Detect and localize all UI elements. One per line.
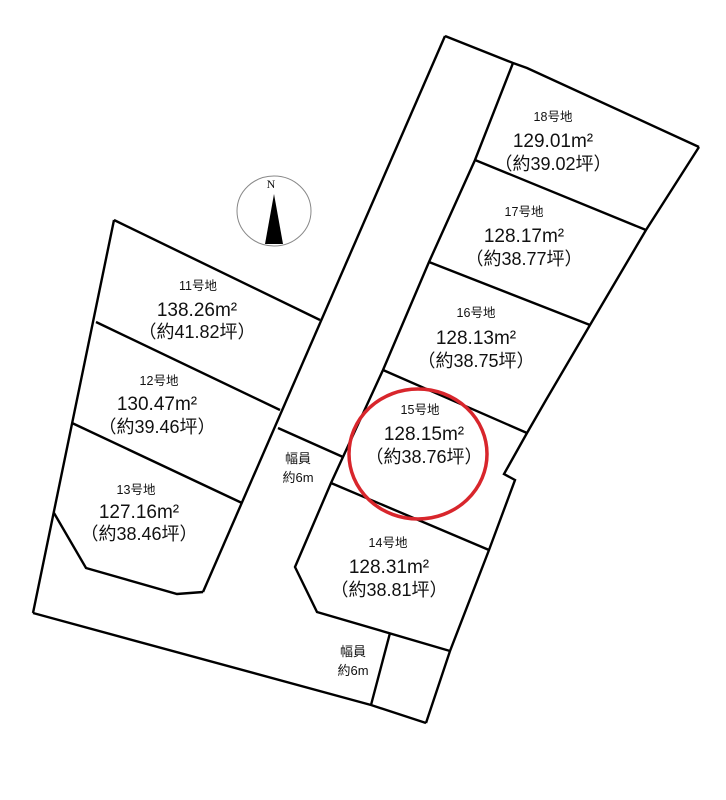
lot-11-top-edge — [113, 218, 321, 322]
lot-area: 128.31m² — [349, 557, 429, 578]
lot-boundaries — [31, 34, 701, 725]
lot-number: 17号地 — [505, 205, 544, 219]
lot-area: 128.13m² — [436, 328, 516, 349]
lot-tsubo: （約39.46坪） — [98, 417, 215, 437]
lot-tsubo: （約38.81坪） — [330, 580, 447, 600]
lot-15[interactable]: 15号地 128.15m² （約38.76坪） — [365, 403, 482, 467]
divider-17-16 — [428, 260, 591, 327]
lot-18[interactable]: 18号地 129.01m² （約39.02坪） — [494, 110, 611, 174]
top-edge — [444, 34, 700, 149]
small-parcel-edge — [369, 632, 392, 706]
lot-16[interactable]: 16号地 128.13m² （約38.75坪） — [417, 306, 534, 371]
lot-area: 128.17m² — [484, 226, 564, 247]
lot-number: 14号地 — [369, 536, 408, 550]
road-label: 幅員 — [340, 644, 366, 659]
compass-north-label: N — [267, 177, 276, 191]
lot-number: 18号地 — [534, 110, 573, 124]
lot-13[interactable]: 13号地 127.16m² （約38.46坪） — [80, 483, 197, 544]
lot-number: 15号地 — [401, 403, 440, 417]
lot-area: 130.47m² — [117, 394, 197, 415]
lot-area: 128.15m² — [384, 424, 464, 445]
lot-tsubo: （約38.46坪） — [80, 524, 197, 544]
lot-14[interactable]: 14号地 128.31m² （約38.81坪） — [330, 536, 447, 600]
lot-17[interactable]: 17号地 128.17m² （約38.77坪） — [465, 205, 582, 269]
north-compass: N — [236, 175, 312, 247]
divider-12-13 — [71, 421, 243, 505]
highlight-circle — [347, 387, 489, 521]
divider-15-14 — [330, 481, 490, 552]
road-width: 約6m — [282, 470, 313, 485]
north-arrow-icon — [265, 194, 283, 244]
road-label: 幅員 — [285, 451, 311, 466]
lot-number: 11号地 — [179, 279, 217, 293]
divider-16-15 — [382, 368, 528, 435]
lot-number: 12号地 — [140, 374, 179, 388]
lot-number: 16号地 — [457, 306, 496, 320]
lot-tsubo: （約38.76坪） — [365, 447, 482, 467]
lot-area: 138.26m² — [157, 300, 237, 321]
divider-18-17 — [474, 158, 647, 232]
lot-area: 129.01m² — [513, 131, 593, 152]
road-width: 約6m — [337, 663, 368, 678]
lot-11[interactable]: 11号地 138.26m² （約41.82坪） — [138, 279, 255, 342]
lot-12[interactable]: 12号地 130.47m² （約39.46坪） — [98, 374, 215, 437]
road-width-label-2: 幅員 約6m — [337, 644, 368, 678]
lot-13-chamfer — [52, 512, 204, 596]
lot-number: 13号地 — [117, 483, 156, 497]
lot-tsubo: （約39.02坪） — [494, 154, 611, 174]
divider-11-12 — [95, 320, 281, 412]
lot-tsubo: （約41.82坪） — [138, 322, 255, 342]
left-outer-edge — [31, 219, 116, 614]
outer-right-edge — [424, 146, 701, 724]
lot-area: 127.16m² — [99, 502, 179, 523]
road-left-edge — [201, 35, 447, 593]
road-width-label-1: 幅員 約6m — [282, 451, 313, 485]
road-crossing-line — [277, 426, 344, 459]
lot-tsubo: （約38.77坪） — [465, 249, 582, 269]
lot-tsubo: （約38.75坪） — [417, 351, 534, 371]
